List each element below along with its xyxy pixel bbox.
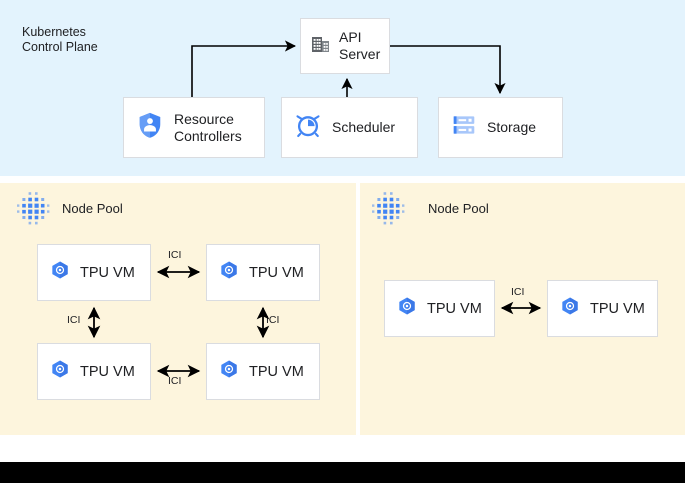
tpu-hex-icon xyxy=(50,359,70,384)
tpu-vm-card[interactable]: TPU VM xyxy=(37,244,151,301)
node-pool-right-title: Node Pool xyxy=(428,201,489,216)
node-pool-dots-icon xyxy=(16,190,54,228)
node-pool-dots-icon xyxy=(371,190,409,228)
tpu-hex-icon xyxy=(397,296,417,321)
tpu-vm-card[interactable]: TPU VM xyxy=(384,280,495,337)
tpu-vm-card[interactable]: TPU VM xyxy=(206,244,320,301)
api-server-card[interactable]: API Server xyxy=(300,18,390,74)
shield-person-icon xyxy=(136,111,164,144)
storage-label: Storage xyxy=(487,119,537,135)
ici-link-label: ICI xyxy=(266,314,280,326)
resource-controllers-card[interactable]: Resource Controllers xyxy=(123,97,265,158)
ici-link-label: ICI xyxy=(67,314,81,326)
tpu-vm-label: TPU VM xyxy=(249,264,304,281)
tpu-hex-icon xyxy=(560,296,580,321)
tpu-vm-label: TPU VM xyxy=(80,363,135,380)
bottom-bar xyxy=(0,462,685,483)
resource-controllers-label: Resource Controllers xyxy=(174,110,242,144)
tpu-vm-card[interactable]: TPU VM xyxy=(206,343,320,400)
scheduler-label: Scheduler xyxy=(332,119,396,135)
tpu-vm-card[interactable]: TPU VM xyxy=(37,343,151,400)
ici-link-label: ICI xyxy=(168,375,182,387)
tpu-hex-icon xyxy=(50,260,70,285)
control-plane-title: Kubernetes Control Plane xyxy=(22,25,98,54)
tpu-vm-label: TPU VM xyxy=(590,300,645,317)
tpu-vm-label: TPU VM xyxy=(249,363,304,380)
tpu-vm-label: TPU VM xyxy=(80,264,135,281)
tpu-hex-icon xyxy=(219,260,239,285)
server-rack-icon xyxy=(451,112,477,143)
tpu-vm-label: TPU VM xyxy=(427,300,482,317)
api-server-label: API Server xyxy=(339,29,381,62)
building-icon xyxy=(311,34,331,59)
storage-card[interactable]: Storage xyxy=(438,97,563,158)
tpu-vm-card[interactable]: TPU VM xyxy=(547,280,658,337)
ici-link-label: ICI xyxy=(168,249,182,261)
scheduler-card[interactable]: Scheduler xyxy=(281,97,418,158)
ici-link-label: ICI xyxy=(511,286,525,298)
alarm-clock-icon xyxy=(294,111,322,144)
tpu-hex-icon xyxy=(219,359,239,384)
node-pool-left-title: Node Pool xyxy=(62,201,123,216)
